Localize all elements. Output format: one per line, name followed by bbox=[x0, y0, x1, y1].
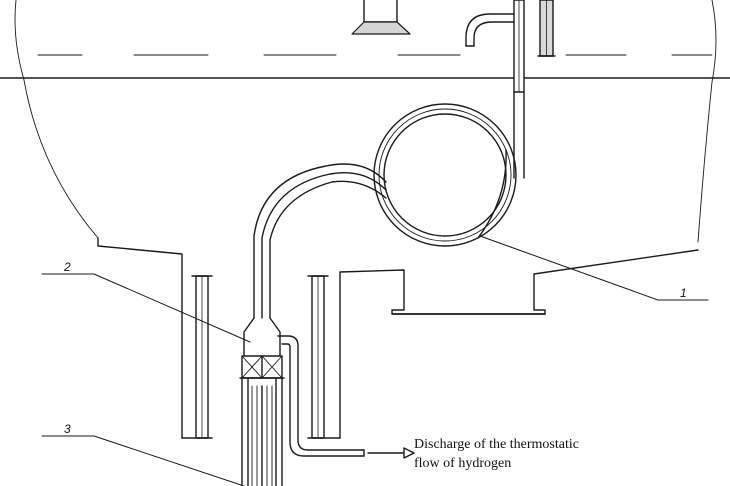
discharge-note-line-2: flow of hydrogen bbox=[414, 456, 512, 471]
vessel-bottom bbox=[97, 237, 699, 439]
discharge-note-line-1: Discharge of the thermostatic bbox=[414, 437, 579, 452]
coil-loop bbox=[373, 91, 525, 247]
callout-label-3: 3 bbox=[64, 422, 71, 436]
sensor-sleeve bbox=[537, 0, 556, 57]
callout-label-2: 2 bbox=[64, 260, 71, 274]
neck-sleeves bbox=[181, 275, 341, 439]
callout-label-1: 1 bbox=[680, 286, 687, 300]
inlet-tube bbox=[465, 0, 525, 93]
top-nozzle bbox=[351, 0, 411, 35]
leader-lines bbox=[41, 235, 709, 486]
seal-block bbox=[239, 355, 285, 379]
discharge-arrow bbox=[367, 447, 415, 459]
discharge-pipe bbox=[277, 335, 365, 457]
coil-downcomer bbox=[253, 163, 387, 319]
cone-transition bbox=[243, 317, 281, 357]
vessel-outline bbox=[14, 0, 717, 243]
lower-tube-bundle bbox=[241, 377, 283, 486]
